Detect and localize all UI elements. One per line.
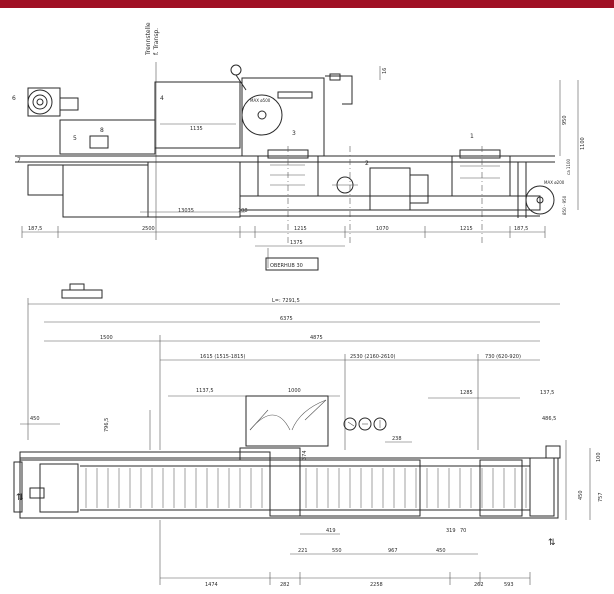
dim-108: 108	[238, 208, 248, 214]
dim-1375: 1375	[290, 240, 303, 246]
fig-top-right: 16	[382, 68, 388, 74]
sign-icon	[230, 64, 242, 76]
dim-1137-5: 1137,5	[196, 388, 214, 394]
motor-label: MAX ø500	[250, 98, 271, 103]
dim-374: 374	[302, 450, 308, 460]
dim-450-bottom: 450	[436, 548, 446, 554]
top-color-bar	[0, 0, 614, 8]
part-7: 7	[17, 157, 21, 164]
vertical-note-1: Trennstelle	[145, 22, 152, 56]
dim-550: 550	[332, 548, 342, 554]
dim-238: 238	[392, 436, 402, 442]
dim-221: 221	[298, 548, 308, 554]
flow-arrow-right: ⇅	[548, 538, 556, 548]
dim-1474: 1474	[205, 582, 218, 588]
part-5: 5	[73, 135, 77, 142]
dim-950: 950	[562, 115, 568, 125]
part-1: 1	[470, 133, 474, 140]
dim-13035: 13035	[178, 208, 194, 214]
part-4: 4	[160, 95, 164, 102]
dim-593: 593	[504, 582, 514, 588]
vertical-note-2: f. Transp.	[153, 28, 160, 55]
dim-450-left: 450	[30, 416, 40, 422]
plan-view: L=: 7291,5 6375 1500 4875 1615 (1515-181…	[13, 283, 604, 588]
dim-137-5: 137,5	[540, 390, 554, 396]
dim-419: 419	[326, 528, 336, 534]
dim-70: 70	[460, 528, 466, 534]
dim-100: 100	[596, 452, 602, 462]
machine-head-3	[241, 77, 325, 157]
dim-850: 850 - 950	[562, 195, 567, 215]
conveyor-chain	[85, 468, 527, 508]
motor-unit	[369, 167, 411, 211]
dim-1135: 1135	[190, 126, 203, 132]
film-reel	[241, 94, 283, 136]
control-icon-2	[358, 417, 372, 431]
left-reel	[27, 89, 53, 115]
dim-4875: 4875	[310, 335, 323, 341]
dim-187-5-right: 187,5	[514, 226, 528, 232]
dim-757: 757	[598, 492, 604, 502]
dim-overall: L=: 7291,5	[272, 298, 300, 304]
dim-1215-left: 1215	[294, 226, 307, 232]
dim-450-right: 450	[578, 490, 584, 500]
dim-262: 262	[474, 582, 484, 588]
dim-1070: 1070	[376, 226, 389, 232]
dim-187-5-left: 187,5	[28, 226, 42, 232]
dim-2500: 2500	[142, 226, 155, 232]
part-8: 8	[100, 127, 104, 134]
side-view: Trennstelle f. Transp. 6 4 1135 5 8 7	[12, 22, 586, 271]
dim-2258: 2258	[370, 582, 383, 588]
control-icon-1	[343, 417, 357, 431]
part-2: 2	[365, 160, 369, 167]
dim-6375: 6375	[280, 316, 293, 322]
dim-319: 319	[446, 528, 456, 534]
dim-1500: 1500	[100, 335, 113, 341]
conveyor-bed	[19, 457, 559, 519]
part-6: 6	[12, 95, 16, 102]
control-icon-3	[373, 417, 387, 431]
flow-arrow-left: ⇅	[16, 493, 24, 503]
dim-1100: 1100	[580, 137, 586, 150]
dim-730: 730 (620-920)	[485, 354, 521, 360]
oberhub-label: OBERHUB 30	[270, 263, 303, 269]
dim-ca: ca 1100	[566, 158, 571, 175]
dim-796-5: 796,5	[104, 418, 110, 432]
dim-1215-right: 1215	[460, 226, 473, 232]
dim-282: 282	[280, 582, 290, 588]
part-3: 3	[292, 130, 296, 137]
dim-1615: 1615 (1515-1815)	[200, 354, 246, 360]
dim-1285: 1285	[460, 390, 473, 396]
reel-label: MAX ø200	[544, 180, 565, 185]
dim-1000: 1000	[288, 388, 301, 394]
dim-967: 967	[388, 548, 398, 554]
dim-486-5: 486,5	[542, 416, 556, 422]
enclosure-4	[154, 81, 241, 149]
dim-2530: 2530 (2160-2610)	[350, 354, 396, 360]
